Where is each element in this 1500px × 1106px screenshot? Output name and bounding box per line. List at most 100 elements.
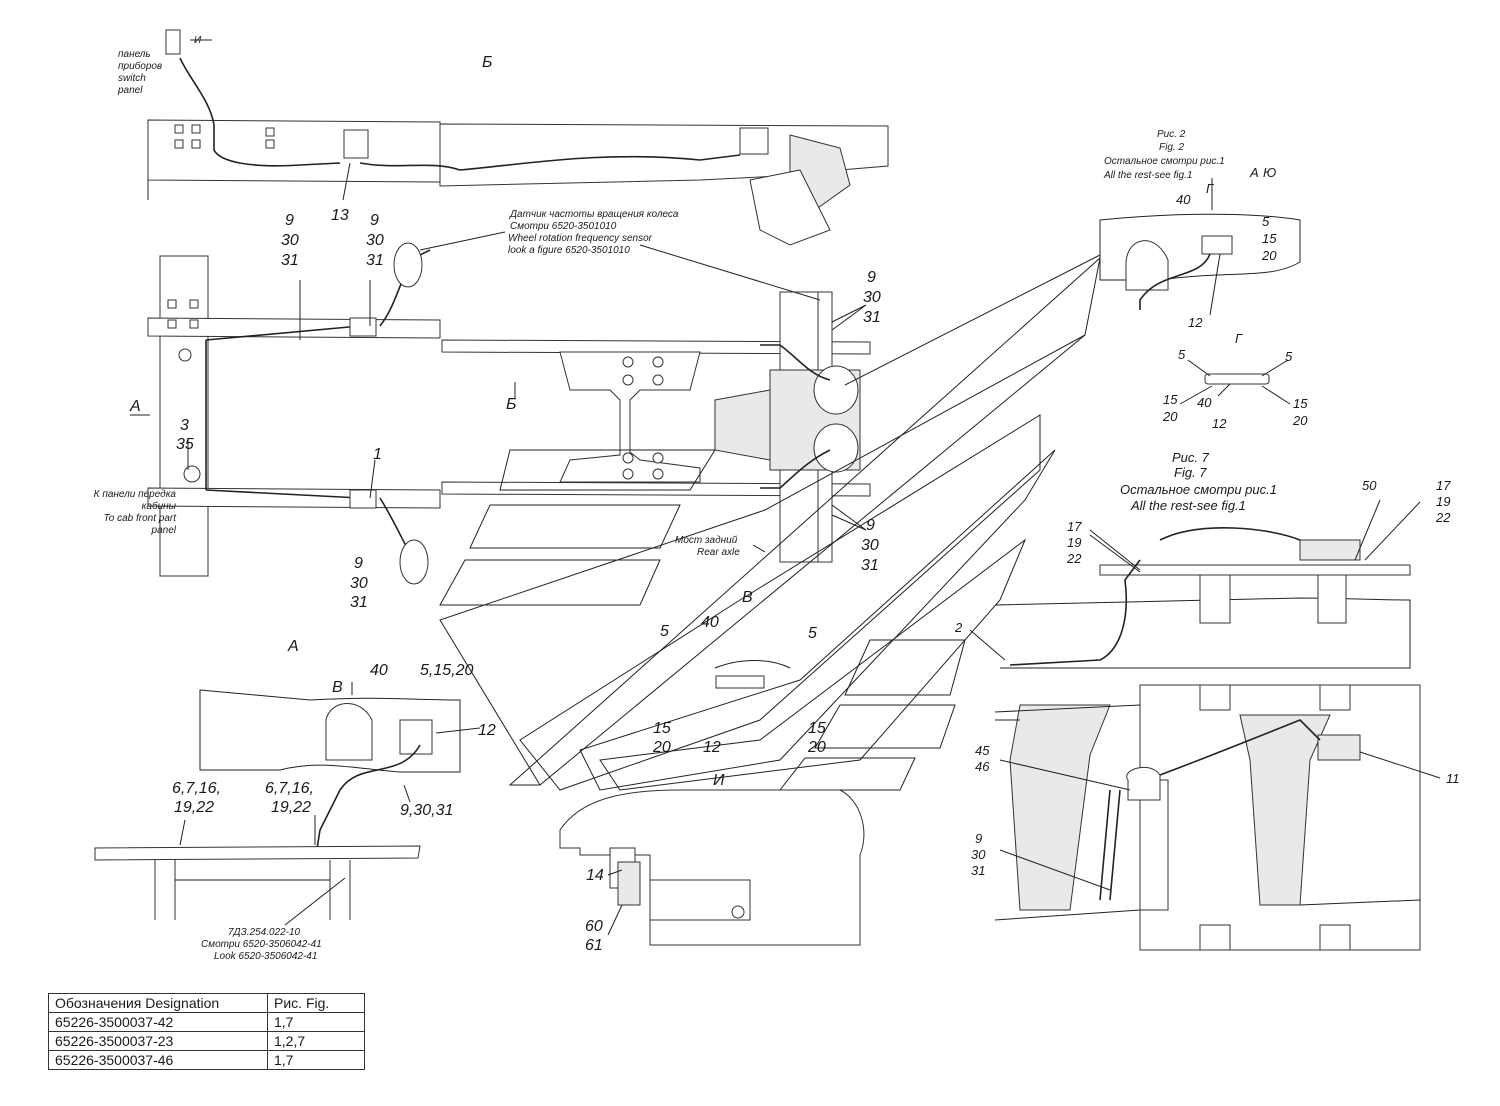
callout-50: 50 [1362,478,1377,493]
svg-text:9: 9 [975,831,982,846]
table-row: 65226-3500037-42 1,7 [48,1012,365,1032]
view-b-title: Б [482,54,492,71]
svg-text:31: 31 [861,557,879,574]
svg-text:panel: panel [151,525,177,536]
callout-15-20-view-v-left: 15 20 [652,720,671,756]
callout-5-15-20-view-a: 5,15,20 [420,662,473,679]
callout-14: 14 [586,867,604,884]
svg-text:Look 6520-3506042-41: Look 6520-3506042-41 [214,951,317,962]
svg-text:35: 35 [176,436,194,453]
callout-9-30-31-row: 9,30,31 [400,802,453,819]
svg-text:3: 3 [180,417,189,434]
table-header-fig: Рис. Fig. [267,993,365,1013]
part-reference-note: 7ДЗ.254.022-10 Смотри 6520-3506042-41 Lo… [201,927,322,962]
callout-5-view-v-left: 5 [660,623,669,640]
svg-text:20: 20 [1162,409,1178,424]
table-row: 65226-3500037-46 1,7 [48,1050,365,1070]
svg-text:15: 15 [653,720,671,737]
instrument-panel-label: панель приборов switch panel [117,49,162,96]
frame-plan-left [147,242,441,585]
callout-6-7-16-19-22-right: 6,7,16, 19,22 [265,780,314,816]
callout-5-g-right: 5 [1285,349,1293,364]
fig7-detail [969,499,1441,951]
callout-40-fig2: 40 [1176,192,1191,207]
svg-text:30: 30 [281,232,299,249]
svg-text:30: 30 [861,537,879,554]
svg-text:Датчик частоты вращения колеса: Датчик частоты вращения колеса [509,209,679,220]
view-v-title: В [742,589,753,606]
callout-9-30-31-a: 9 30 31 [281,212,299,269]
svg-text:All the rest-see fig.1: All the rest-see fig.1 [1103,170,1192,181]
fig7-caption: Рис. 7 Fig. 7 Остальное смотри рис.1 All… [1120,450,1277,513]
table-cell-designation: 65226-3500037-46 [48,1050,268,1070]
svg-text:31: 31 [350,594,368,611]
callout-6-7-16-19-22-left: 6,7,16, 19,22 [172,780,221,816]
svg-text:К панели передка: К панели передка [94,489,177,500]
frame-rail-top [147,29,889,246]
table-cell-designation: 65226-3500037-42 [48,1012,268,1032]
callout-15-20-view-v-right: 15 20 [807,720,826,756]
svg-text:31: 31 [863,309,881,326]
view-a-arrow-label: А [129,398,141,415]
svg-text:31: 31 [366,252,384,269]
leader-lines [187,162,1101,553]
view-g-arrow-label: Г [1206,181,1214,196]
callout-11: 11 [1446,771,1460,786]
svg-text:Fig. 2: Fig. 2 [1159,142,1184,153]
svg-text:30: 30 [971,847,986,862]
table-cell-fig: 1,2,7 [267,1031,365,1051]
wheel-sensor-note: Датчик частоты вращения колеса Смотри 65… [508,209,679,256]
callout-60-61: 60 61 [585,918,603,954]
svg-text:9: 9 [285,212,294,229]
svg-text:19,22: 19,22 [174,799,214,816]
svg-text:31: 31 [281,252,299,269]
svg-text:30: 30 [863,289,881,306]
svg-text:look a figure 6520-3501010: look a figure 6520-3501010 [508,245,630,256]
svg-text:15: 15 [808,720,826,737]
svg-text:Рис. 2: Рис. 2 [1157,129,1186,140]
svg-text:Wheel rotation frequency senso: Wheel rotation frequency sensor [508,233,653,244]
svg-text:22: 22 [1066,551,1082,566]
callout-9-30-31-b: 9 30 31 [366,212,384,269]
callout-12-g: 12 [1212,416,1227,431]
svg-text:15: 15 [1293,396,1308,411]
svg-text:Rear axle: Rear axle [697,547,740,558]
svg-text:9: 9 [370,212,379,229]
svg-text:46: 46 [975,759,990,774]
svg-text:19: 19 [1436,494,1450,509]
callout-12-fig2: 12 [1188,315,1203,330]
svg-text:Fig. 7: Fig. 7 [1174,465,1207,480]
svg-text:15: 15 [1163,392,1178,407]
callout-9-30-31-f: 9 30 31 [971,831,986,878]
callout-15-20-g-right: 15 20 [1292,396,1308,428]
svg-text:19,22: 19,22 [271,799,311,816]
svg-text:20: 20 [1261,248,1277,263]
view-a-marker: А [1249,165,1259,180]
svg-text:7ДЗ.254.022-10: 7ДЗ.254.022-10 [228,927,301,938]
callout-12-view-v: 12 [703,739,721,756]
svg-text:19: 19 [1067,535,1081,550]
svg-text:кабины: кабины [142,500,177,512]
svg-text:Смотри 6520-3506042-41: Смотри 6520-3506042-41 [201,939,322,950]
callout-9-30-31-e: 9 30 31 [861,517,879,574]
callout-13: 13 [331,207,349,224]
callout-1: 1 [373,446,382,463]
svg-text:20: 20 [1292,413,1308,428]
table-cell-fig: 1,7 [267,1012,365,1032]
view-g-title: Г [1235,331,1243,346]
view-i-title: И [713,772,725,789]
svg-text:panel: panel [117,85,143,96]
callout-3-35: 3 35 [176,417,194,453]
callout-2: 2 [954,620,963,635]
svg-text:17: 17 [1436,478,1451,493]
svg-text:6,7,16,: 6,7,16, [172,780,221,797]
svg-text:All the rest-see fig.1: All the rest-see fig.1 [1130,498,1246,513]
table-header-designation: Обозначения Designation [48,993,268,1013]
svg-text:Мост задний: Мост задний [675,535,738,546]
svg-text:20: 20 [807,739,826,756]
view-a-title: А [287,638,299,655]
view-b-marker: Ю [1263,165,1276,180]
rear-axle-plan [441,291,871,563]
svg-text:22: 22 [1435,510,1451,525]
